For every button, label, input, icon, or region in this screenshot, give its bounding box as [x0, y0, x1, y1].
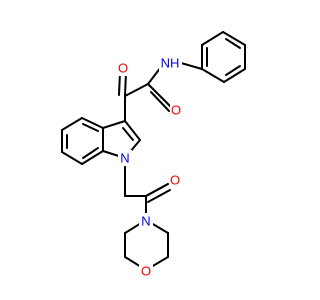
- bond: [102, 120, 126, 129]
- bond: [222, 31, 246, 46]
- bond: [201, 31, 224, 46]
- bond: [201, 68, 225, 83]
- ketone-oxygen-label: O: [118, 61, 128, 76]
- bond: [81, 117, 104, 129]
- bond: [180, 62, 203, 70]
- bond: [150, 91, 170, 112]
- label-mask: [117, 60, 130, 76]
- bond: [145, 183, 169, 197]
- morpholine-oxygen-label: O: [141, 264, 151, 279]
- bond: [122, 127, 134, 141]
- bond: [124, 83, 149, 97]
- label-mask: [159, 55, 182, 71]
- bond: [147, 189, 171, 203]
- label-mask: [118, 150, 132, 166]
- molecule-structure: NH O O N O N O: [61, 31, 246, 279]
- amide-nh-label: NH: [161, 56, 180, 71]
- indole-nitrogen-label: N: [120, 151, 129, 166]
- atom-label-layer: NH O O N O N O: [118, 56, 181, 279]
- bond: [124, 120, 141, 141]
- bond: [82, 147, 99, 159]
- bond: [61, 151, 83, 165]
- bond: [82, 123, 99, 132]
- morpholine-nitrogen-label: N: [141, 214, 150, 229]
- label-mask-layer: [117, 55, 183, 279]
- bond: [147, 66, 162, 85]
- bond: [61, 117, 83, 131]
- bond: [225, 65, 241, 76]
- label-mask: [139, 263, 153, 279]
- bond: [147, 83, 173, 109]
- label-mask: [170, 102, 183, 118]
- bond-layer: [61, 31, 246, 271]
- acyl-oxygen-label: O: [170, 173, 180, 188]
- bond: [81, 150, 104, 165]
- bond: [223, 68, 246, 83]
- label-mask: [169, 172, 182, 188]
- label-mask: [139, 213, 153, 229]
- amide-oxygen-label: O: [171, 103, 181, 118]
- bond: [225, 38, 241, 49]
